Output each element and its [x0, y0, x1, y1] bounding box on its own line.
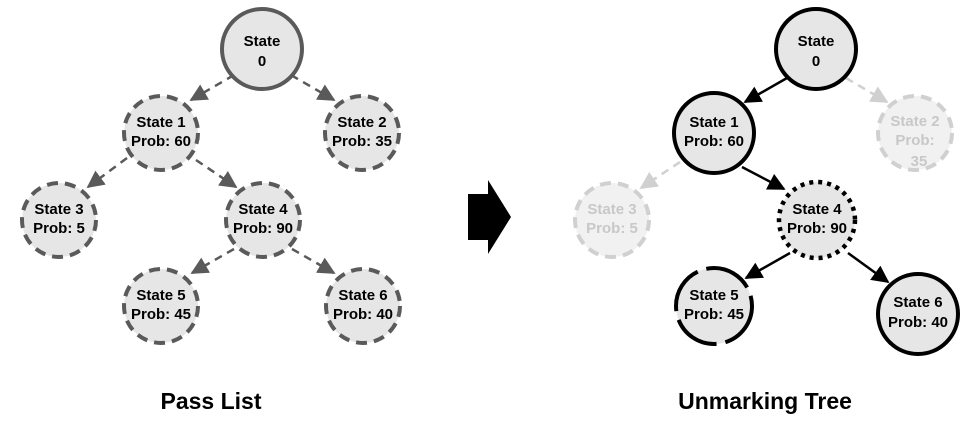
edge-u-s1-s3	[639, 160, 681, 190]
edge-u-s0-s1	[743, 76, 788, 104]
edge-s1-s4	[195, 158, 238, 189]
unmarking-tree-caption: Unmarking Tree	[678, 388, 852, 414]
edge-s1-s3	[86, 156, 128, 189]
edge-s4-s6	[291, 247, 336, 275]
edge-u-s0-s2	[845, 76, 889, 104]
pass-list-caption: Pass List	[161, 388, 262, 414]
edge-s0-s2	[290, 73, 336, 102]
right-arrow-icon	[468, 180, 511, 254]
edge-s0-s1	[189, 73, 235, 102]
edge-u-s1-s4	[741, 165, 786, 191]
edge-u-s4-s6	[847, 251, 890, 284]
edge-u-s4-s5	[744, 251, 791, 280]
edge-s4-s5	[190, 247, 235, 275]
